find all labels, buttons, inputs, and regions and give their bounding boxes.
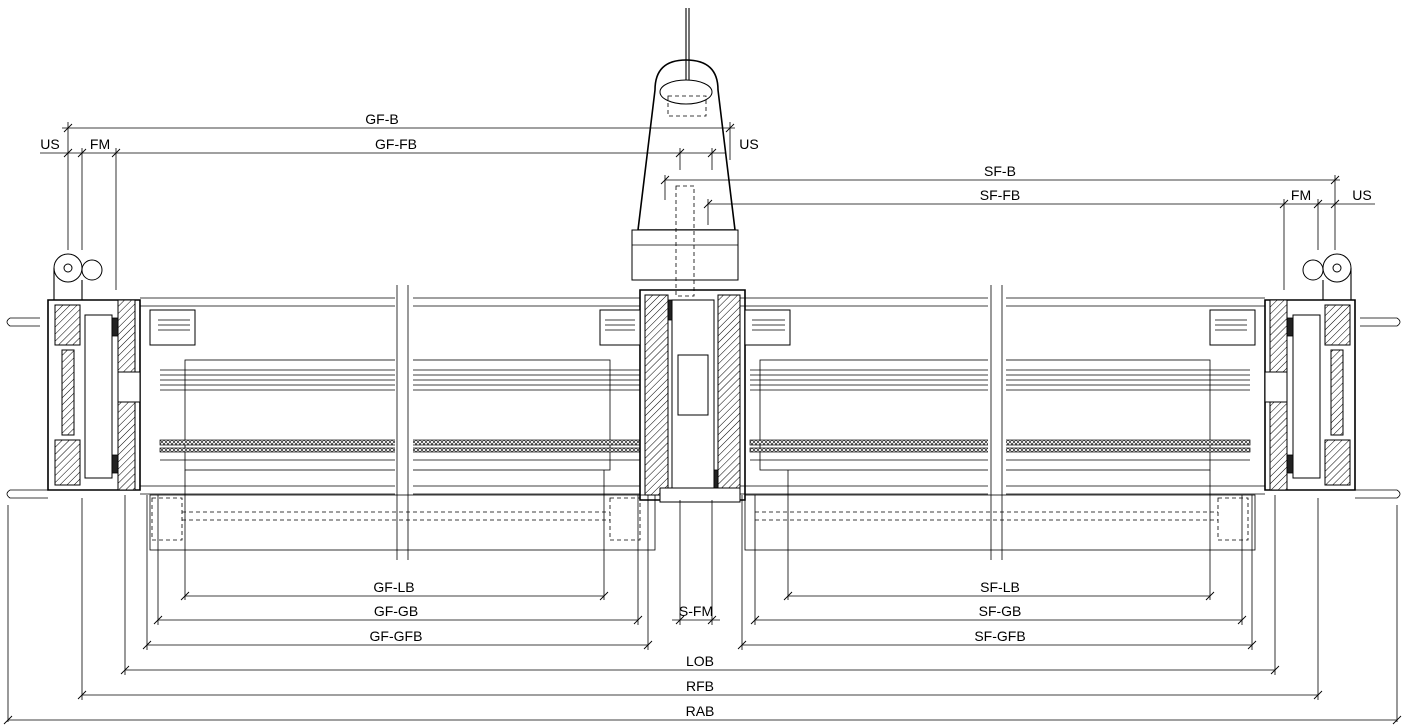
label-us-right: US	[1352, 187, 1371, 203]
label-gf-fb: GF-FB	[375, 136, 417, 152]
right-frame-profile	[1209, 253, 1356, 491]
label-sf-gb: SF-GB	[979, 603, 1022, 619]
label-rab: RAB	[686, 703, 715, 719]
label-gf-gb: GF-GB	[374, 603, 418, 619]
label-fm-left: FM	[90, 136, 110, 152]
label-gf-b: GF-B	[365, 111, 398, 127]
window-handle	[631, 8, 739, 297]
label-s-fm: S-FM	[679, 603, 713, 619]
dimension-labels: GF-B GF-FB US FM US SF-B SF-FB FM US GF-…	[40, 111, 1371, 719]
label-gf-gfb: GF-GFB	[370, 628, 423, 644]
sill-rails	[149, 494, 1256, 551]
label-sf-gfb: SF-GFB	[974, 628, 1025, 644]
label-sf-lb: SF-LB	[980, 579, 1020, 595]
dimension-lines	[3, 122, 1402, 725]
label-sf-b: SF-B	[984, 163, 1016, 179]
label-fm-right: FM	[1291, 187, 1311, 203]
label-lob: LOB	[686, 653, 714, 669]
label-us-mid: US	[739, 136, 758, 152]
central-mullion	[599, 289, 791, 503]
label-us-left: US	[40, 136, 59, 152]
wall-lines	[6, 297, 1401, 499]
label-gf-lb: GF-LB	[373, 579, 414, 595]
left-frame-profile	[47, 253, 196, 491]
label-sf-fb: SF-FB	[980, 187, 1020, 203]
label-rfb: RFB	[686, 678, 714, 694]
